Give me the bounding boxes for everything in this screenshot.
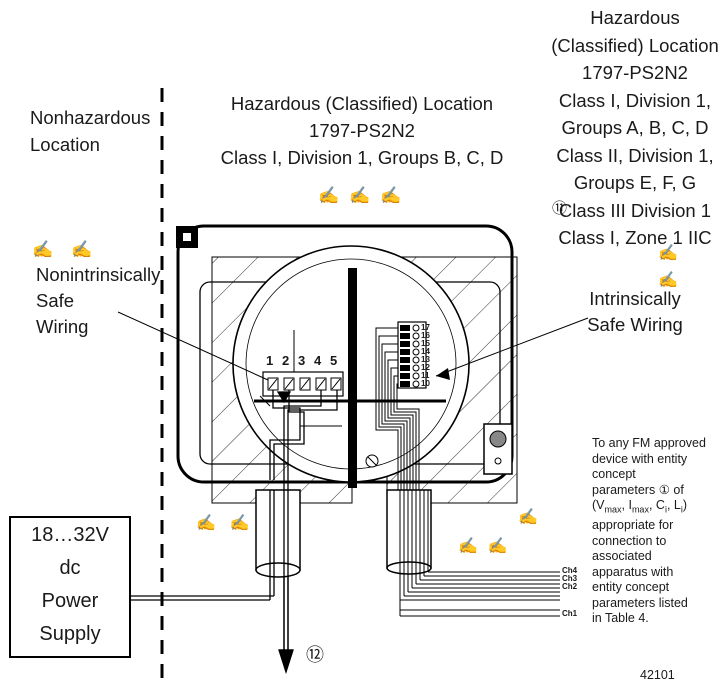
fm-note: To any FM approved device with entity co… [592, 436, 706, 625]
terminal-block-left [262, 371, 344, 397]
intrinsic-wire-bundle [375, 327, 420, 500]
nonhazardous-label: Nonhazardous Location [30, 107, 151, 155]
figure-number: 42101 [640, 668, 675, 682]
channel-wires [399, 571, 560, 617]
center-divider [348, 268, 357, 488]
approval-symbol: ✍✍ [458, 538, 518, 555]
nonintrinsic-label: Nonintrinsically Safe Wiring [36, 264, 161, 337]
note-12-marker: ⑫ [306, 645, 324, 665]
hazardous-center-label: Hazardous (Classified) Location 1797-PS2… [220, 93, 504, 168]
hazardous-right-label: Hazardous (Classified) Location 1797-PS2… [551, 7, 719, 248]
intrinsic-label: Intrinsically Safe Wiring [587, 288, 683, 335]
leader-nonintrinsic [117, 311, 269, 381]
terminal-block-right [397, 321, 427, 389]
approval-symbol: ✍✍ [658, 245, 692, 289]
approval-symbol: ✍✍✍ [318, 186, 412, 205]
power-supply-label: 18…32V dc Power Supply [31, 524, 109, 645]
conduit-right [386, 489, 432, 600]
approval-symbol: ✍ [518, 509, 538, 526]
conduit-left [255, 489, 301, 650]
approval-symbol: ✍✍ [32, 240, 111, 259]
power-feed [130, 595, 274, 601]
note-11-marker: ⑪ [552, 199, 568, 217]
approval-symbol: ✍✍ [196, 515, 264, 532]
leader-intrinsic [435, 317, 589, 377]
power-supply-box [9, 516, 131, 658]
